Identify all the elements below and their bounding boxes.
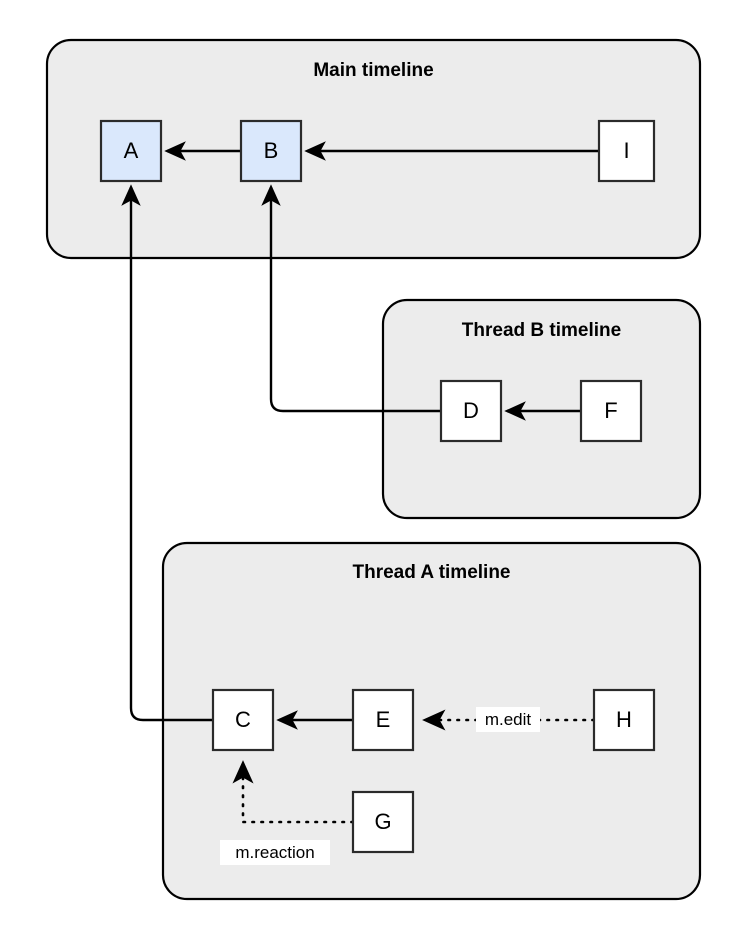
edge-d-to-b-line: [261, 184, 441, 413]
edge-c-to-a-line: [121, 184, 213, 722]
node-f-label: F: [604, 398, 617, 423]
node-c[interactable]: C: [211, 688, 275, 752]
node-e-label: E: [376, 707, 391, 732]
node-e[interactable]: E: [351, 688, 415, 752]
node-e-shape: [351, 688, 415, 752]
container-main-timeline-shape: [45, 38, 702, 260]
node-b-shape: [239, 119, 303, 183]
node-d-label: D: [463, 398, 479, 423]
node-g[interactable]: G: [351, 790, 415, 854]
node-d-shape: [439, 379, 503, 443]
node-h[interactable]: H: [592, 688, 656, 752]
node-h-label: H: [616, 707, 632, 732]
node-g-shape: [351, 790, 415, 854]
edge-g-to-c-line: [232, 760, 355, 824]
edge-d-to-b[interactable]: [261, 184, 441, 413]
edge-c-to-a[interactable]: [121, 184, 213, 722]
node-a[interactable]: A: [99, 119, 163, 183]
node-a-label: A: [124, 138, 139, 163]
edge-g-to-c-label-background: [220, 840, 330, 865]
node-f-shape: [579, 379, 643, 443]
container-thread-b-timeline-shape: [381, 298, 702, 520]
node-b[interactable]: B: [239, 119, 303, 183]
container-main-timeline-title: Main timeline: [313, 60, 433, 81]
node-i-label: I: [623, 138, 629, 163]
node-c-shape: [211, 688, 275, 752]
container-thread-a-timeline-title: Thread A timeline: [352, 562, 510, 583]
node-a-shape: [99, 119, 163, 183]
container-thread-b-timeline[interactable]: Thread B timeline: [381, 298, 702, 520]
container-thread-b-timeline-title: Thread B timeline: [462, 320, 621, 341]
edge-h-to-e-label: m.edit: [485, 710, 532, 729]
node-f[interactable]: F: [579, 379, 643, 443]
node-g-label: G: [374, 809, 391, 834]
edge-h-to-e-label-background: [476, 707, 540, 732]
node-c-label: C: [235, 707, 251, 732]
node-h-shape: [592, 688, 656, 752]
edge-g-to-c[interactable]: m.reaction: [220, 760, 355, 865]
node-b-label: B: [264, 138, 279, 163]
node-i[interactable]: I: [597, 119, 656, 183]
node-d[interactable]: D: [439, 379, 503, 443]
container-main-timeline[interactable]: Main timeline: [45, 38, 702, 260]
edge-g-to-c-label: m.reaction: [235, 843, 314, 862]
node-i-shape: [597, 119, 656, 183]
edge-h-to-e[interactable]: m.edit: [422, 707, 596, 732]
